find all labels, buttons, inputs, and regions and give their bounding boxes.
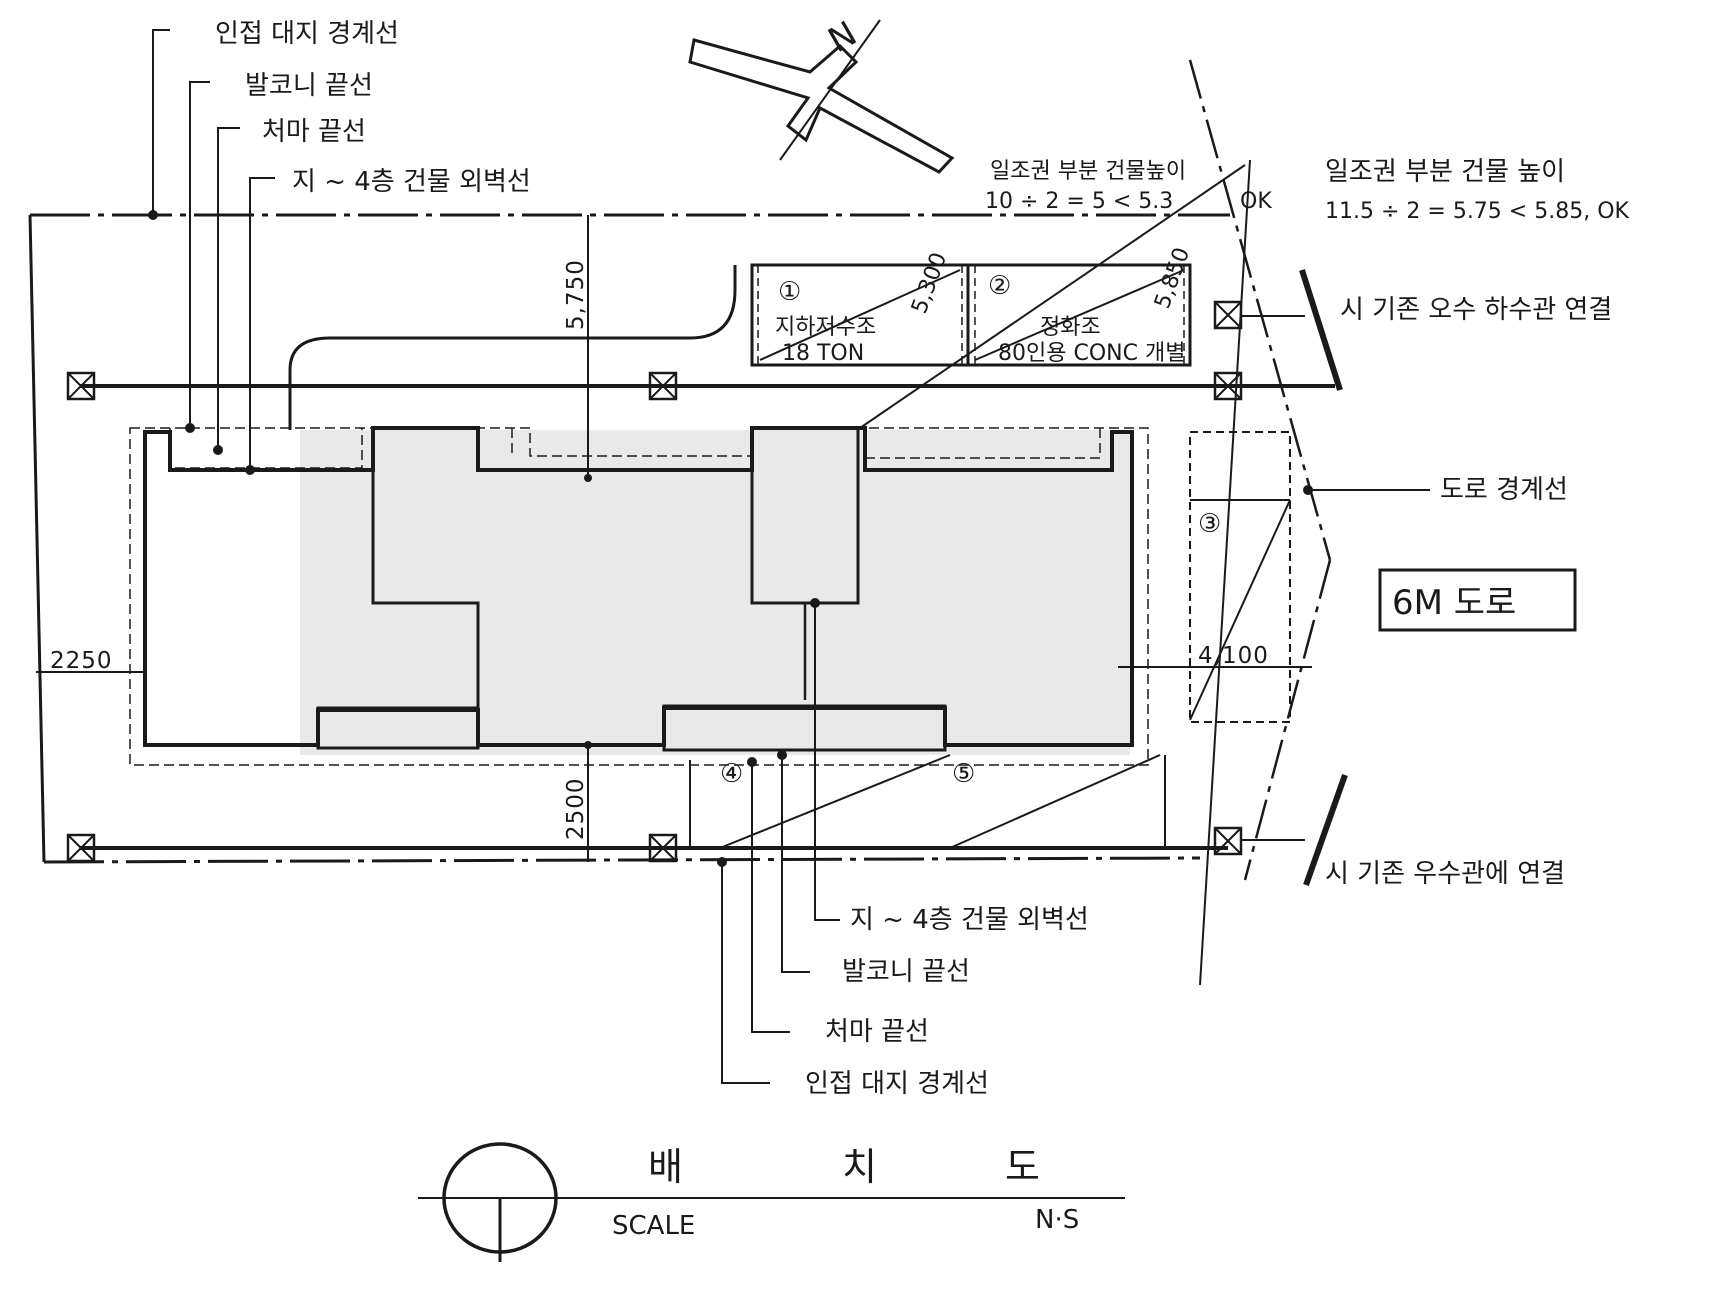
label-top-wall-line: 지 ~ 4층 건물 외벽선 (292, 167, 531, 197)
item-4-number: ④ (720, 759, 743, 789)
north-label: N (822, 14, 864, 61)
dim-5850: 5,850 (1150, 244, 1195, 312)
sewer-line-top (66, 265, 1335, 430)
road-boundary-leader (1303, 485, 1430, 495)
dimension-lines (36, 215, 1312, 862)
title-char-1: 배 (648, 1145, 683, 1189)
tank-1-capacity: 18 TON (782, 341, 864, 366)
item-3-number: ③ (1198, 509, 1221, 539)
dim-4100: 4,100 (1198, 643, 1269, 669)
dim-5300: 5,300 (907, 249, 952, 317)
label-top-eave-line: 처마 끝선 (262, 117, 366, 147)
dim-2250: 2250 (50, 648, 113, 674)
tank-2-number: ② (988, 271, 1011, 301)
tank-1-number: ① (778, 277, 801, 307)
sunlight-diagonals (719, 164, 1246, 849)
leader-lines-bottom (689, 598, 1166, 1084)
title-char-2: 치 (842, 1145, 877, 1189)
title-char-3: 도 (1005, 1145, 1040, 1189)
storm-line-bottom (66, 826, 1305, 863)
label-road-name: 6M 도로 (1392, 583, 1516, 623)
tank-2-capacity: 80인용 CONC 개별 (998, 341, 1185, 366)
label-bottom-adjacent-boundary: 인접 대지 경계선 (805, 1069, 989, 1099)
label-top-adjacent-boundary: 인접 대지 경계선 (215, 19, 399, 49)
label-ok-mark: OK (1240, 189, 1272, 214)
item-3-box (1189, 431, 1291, 723)
title-block (418, 1142, 1125, 1262)
dim-5750: 5,750 (563, 259, 589, 330)
label-bottom-balcony-line: 발코니 끝선 (842, 957, 970, 987)
label-storm-connect: 시 기존 우수관에 연결 (1325, 859, 1565, 889)
road-label-box (1378, 568, 1577, 632)
building-shading (300, 430, 1130, 755)
north-arrow-icon: N (688, 14, 955, 174)
label-sunlight-right-title: 일조권 부분 건물 높이 (1325, 157, 1565, 187)
tank-2-name: 정화조 (1040, 315, 1101, 340)
tank-area (750, 263, 1192, 367)
label-sunlight-left-calc: 10 ÷ 2 = 5 < 5.3 (985, 189, 1173, 214)
label-sewer-connect: 시 기존 오수 하수관 연결 (1340, 295, 1612, 325)
scale-label: SCALE (612, 1211, 695, 1241)
scale-value: N·S (1035, 1205, 1079, 1235)
label-sunlight-right-calc: 11.5 ÷ 2 = 5.75 < 5.85, OK (1325, 199, 1630, 224)
building-footprint (129, 426, 1149, 766)
dim-2500: 2500 (563, 777, 589, 840)
label-top-balcony-line: 발코니 끝선 (245, 71, 373, 101)
existing-city-pipes (1299, 269, 1348, 887)
item-5-number: ⑤ (952, 759, 975, 789)
tank-1-name: 지하저수조 (775, 315, 876, 340)
leader-lines-top (148, 29, 275, 475)
label-road-boundary: 도로 경계선 (1440, 475, 1568, 505)
label-bottom-eave-line: 처마 끝선 (825, 1017, 929, 1047)
label-bottom-wall-line: 지 ~ 4층 건물 외벽선 (850, 905, 1089, 935)
label-sunlight-left-title: 일조권 부분 건물높이 (990, 159, 1186, 184)
